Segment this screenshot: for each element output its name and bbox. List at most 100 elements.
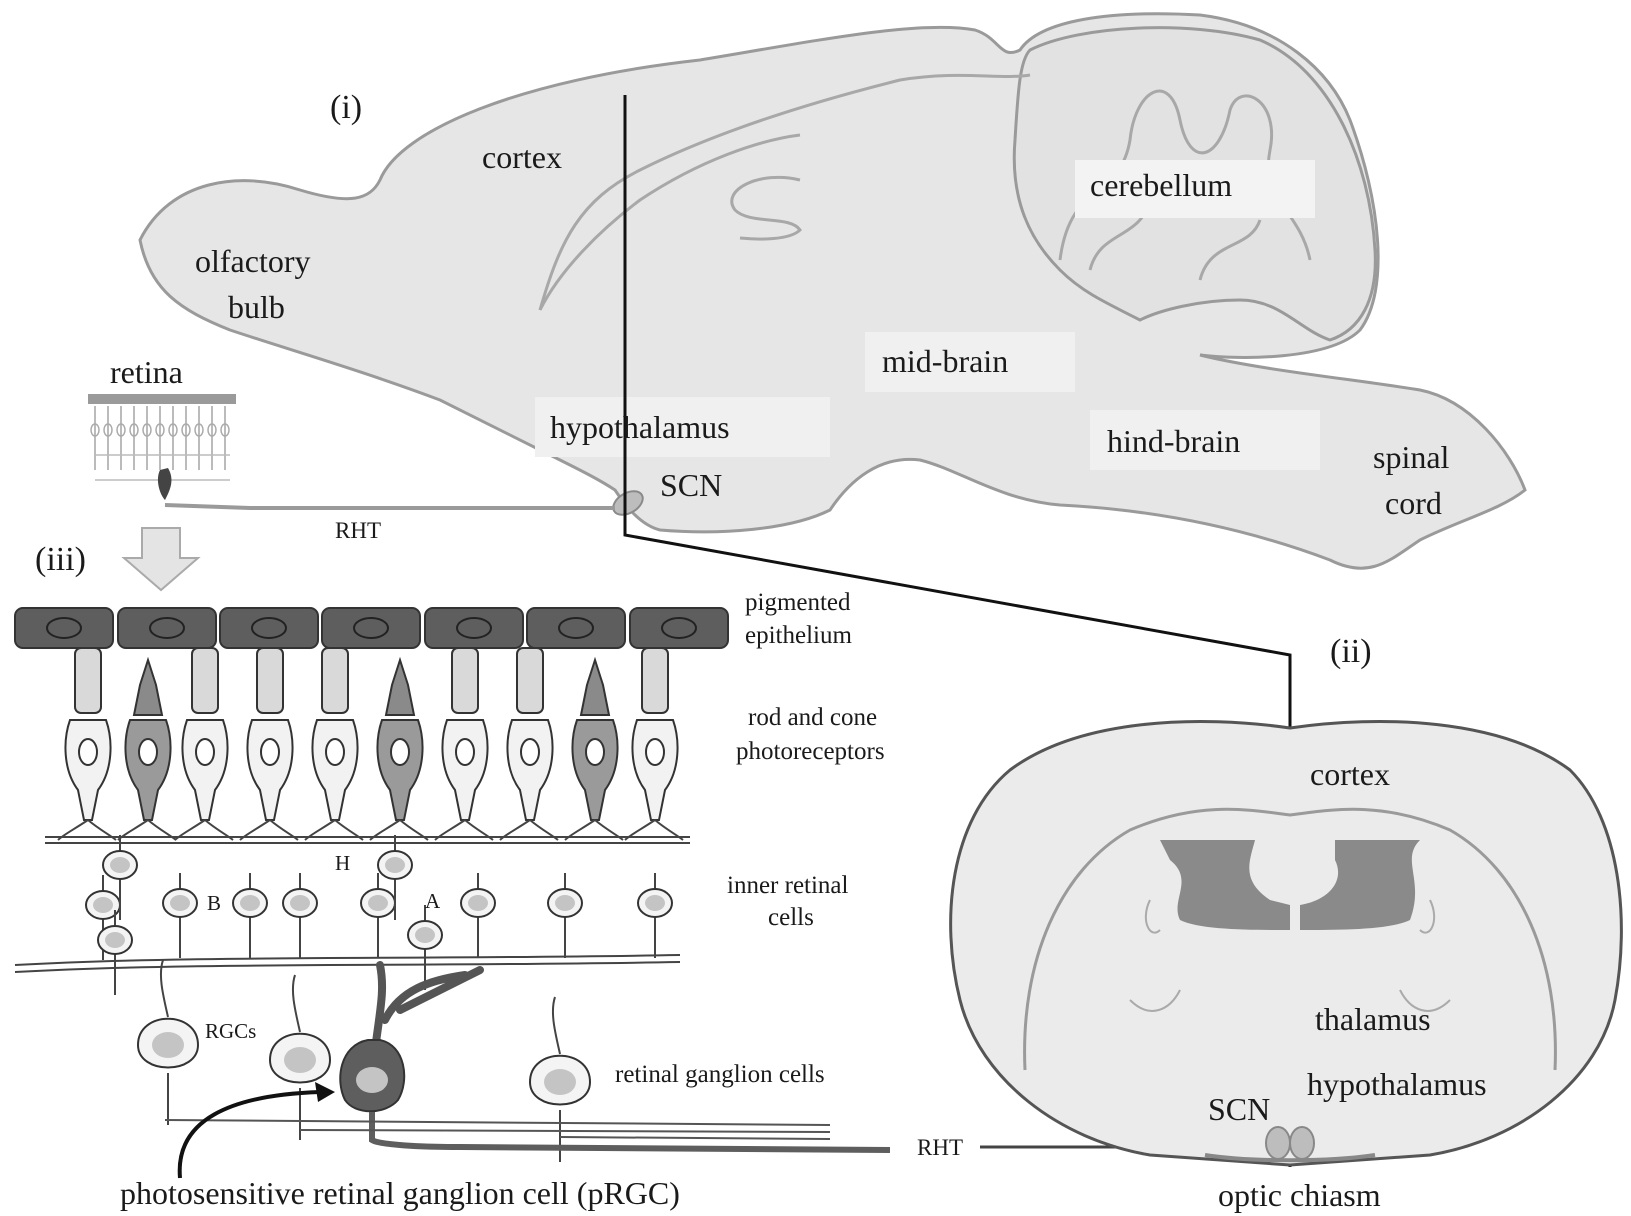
thumbnail-cells — [91, 406, 230, 480]
epithelium-cell — [15, 608, 113, 648]
photoreceptor-body — [507, 720, 552, 820]
rod-outer-segment — [642, 648, 668, 713]
pigmented-epithelium — [15, 608, 728, 648]
photoreceptor-nucleus — [391, 739, 409, 765]
sagittal-label-rht: RHT — [335, 518, 381, 543]
sagittal-label-hindbrain: hind-brain — [1107, 423, 1240, 459]
coronal-label-cortex: cortex — [1310, 756, 1390, 792]
inner-cell-nucleus — [105, 932, 125, 948]
photoreceptor-body — [247, 720, 292, 820]
inner-cell-nucleus — [645, 895, 665, 911]
inner-cell-nucleus — [93, 897, 113, 913]
photoreceptor-nucleus — [586, 739, 604, 765]
retina-label-h: H — [335, 851, 350, 875]
sagittal-label-retina: retina — [110, 354, 183, 390]
inner-cell-nucleus — [290, 895, 310, 911]
zoom-down-arrow-icon — [124, 528, 198, 590]
sagittal-label-bulb: bulb — [228, 289, 285, 325]
retina-label-rod-cone: rod and cone — [748, 704, 877, 731]
prgc-nucleus — [356, 1067, 388, 1093]
retina-label-cells: cells — [768, 904, 814, 931]
cone-outer-segment — [386, 660, 414, 715]
sagittal-label-scn: SCN — [660, 467, 722, 503]
photoreceptor-body — [572, 720, 617, 820]
sagittal-label-hypothalamus: hypothalamus — [550, 409, 730, 445]
coronal-label-scn: SCN — [1208, 1091, 1270, 1127]
rod-outer-segment — [322, 648, 348, 713]
epithelium-cell — [118, 608, 216, 648]
retina-label-rht: RHT — [917, 1135, 963, 1160]
rod-outer-segment — [257, 648, 283, 713]
epithelium-cell — [425, 608, 523, 648]
prgc-pointer-arrowhead-icon — [315, 1082, 335, 1102]
cone-outer-segment — [134, 660, 162, 715]
inner-cell-nucleus — [468, 895, 488, 911]
photoreceptor-nucleus — [326, 739, 344, 765]
epithelium-cell — [220, 608, 318, 648]
retina-label-photoreceptors: photoreceptors — [736, 738, 885, 765]
optic-nerve-fibers — [165, 1120, 830, 1139]
rod-outer-segment — [517, 648, 543, 713]
inner-cell-nucleus — [170, 895, 190, 911]
sagittal-label-cord: cord — [1385, 485, 1442, 521]
rod-outer-segment — [452, 648, 478, 713]
panel-label-i: (i) — [330, 89, 362, 126]
photoreceptor-nucleus — [196, 739, 214, 765]
outer-plexiform-line — [45, 837, 690, 843]
coronal-brain-outline — [951, 722, 1622, 1165]
photoreceptor-nucleus — [139, 739, 157, 765]
ganglion-cell-nucleus — [152, 1032, 184, 1058]
photoreceptor-body — [125, 720, 170, 820]
prgc-dendrites — [375, 965, 480, 1050]
retina-label-epithelium: epithelium — [745, 622, 852, 649]
inner-cell-nucleus — [110, 857, 130, 873]
photoreceptor-nucleus — [456, 739, 474, 765]
thumbnail-prgc — [158, 468, 172, 500]
rod-outer-segment — [192, 648, 218, 713]
epithelium-cell — [630, 608, 728, 648]
coronal-scn-right — [1290, 1127, 1314, 1159]
inner-cell-nucleus — [385, 857, 405, 873]
sagittal-label-olfactory: olfactory — [195, 243, 311, 279]
sagittal-rht-fiber — [165, 505, 615, 508]
rod-outer-segment — [75, 648, 101, 713]
epithelium-cell — [527, 608, 625, 648]
photoreceptor-layer — [58, 648, 683, 840]
retina-thumbnail — [88, 394, 236, 500]
sagittal-label-cortex: cortex — [482, 139, 562, 175]
prgc-pointer-arrow — [180, 1092, 320, 1178]
inner-cell-nucleus — [555, 895, 575, 911]
photoreceptor-body — [65, 720, 110, 820]
retina-label-rgcs: RGCs — [205, 1019, 256, 1043]
coronal-label-hypothalamus: hypothalamus — [1307, 1066, 1487, 1102]
photoreceptor-nucleus — [79, 739, 97, 765]
cone-outer-segment — [581, 660, 609, 715]
retina-label-prgc: photosensitive retinal ganglion cell (pR… — [120, 1175, 680, 1211]
coronal-section — [951, 722, 1622, 1165]
panel-label-iii: (iii) — [35, 541, 86, 578]
retina-label-b: B — [207, 891, 221, 915]
coronal-label-optic-chiasm: optic chiasm — [1218, 1177, 1381, 1213]
epithelium-cell — [322, 608, 420, 648]
photoreceptor-nucleus — [646, 739, 664, 765]
retina-label-inner: inner retinal — [727, 872, 849, 899]
coronal-label-thalamus: thalamus — [1315, 1001, 1431, 1037]
sagittal-label-midbrain: mid-brain — [882, 343, 1008, 379]
inner-cell-nucleus — [415, 927, 435, 943]
photoreceptor-nucleus — [521, 739, 539, 765]
retina-label-a: A — [425, 889, 441, 913]
retina-label-pigmented: pigmented — [745, 589, 851, 616]
ganglion-cell-nucleus — [284, 1047, 316, 1073]
photoreceptor-body — [312, 720, 357, 820]
ganglion-cell-nucleus — [544, 1069, 576, 1095]
coronal-scn-left — [1266, 1127, 1290, 1159]
photoreceptor-nucleus — [261, 739, 279, 765]
photoreceptor-body — [632, 720, 677, 820]
sagittal-label-spinal: spinal — [1373, 439, 1450, 475]
inner-cell-nucleus — [240, 895, 260, 911]
photoreceptor-body — [377, 720, 422, 820]
panel-label-ii: (ii) — [1330, 633, 1372, 670]
sagittal-label-cerebellum: cerebellum — [1090, 167, 1232, 203]
thumbnail-epithelium — [88, 394, 236, 404]
